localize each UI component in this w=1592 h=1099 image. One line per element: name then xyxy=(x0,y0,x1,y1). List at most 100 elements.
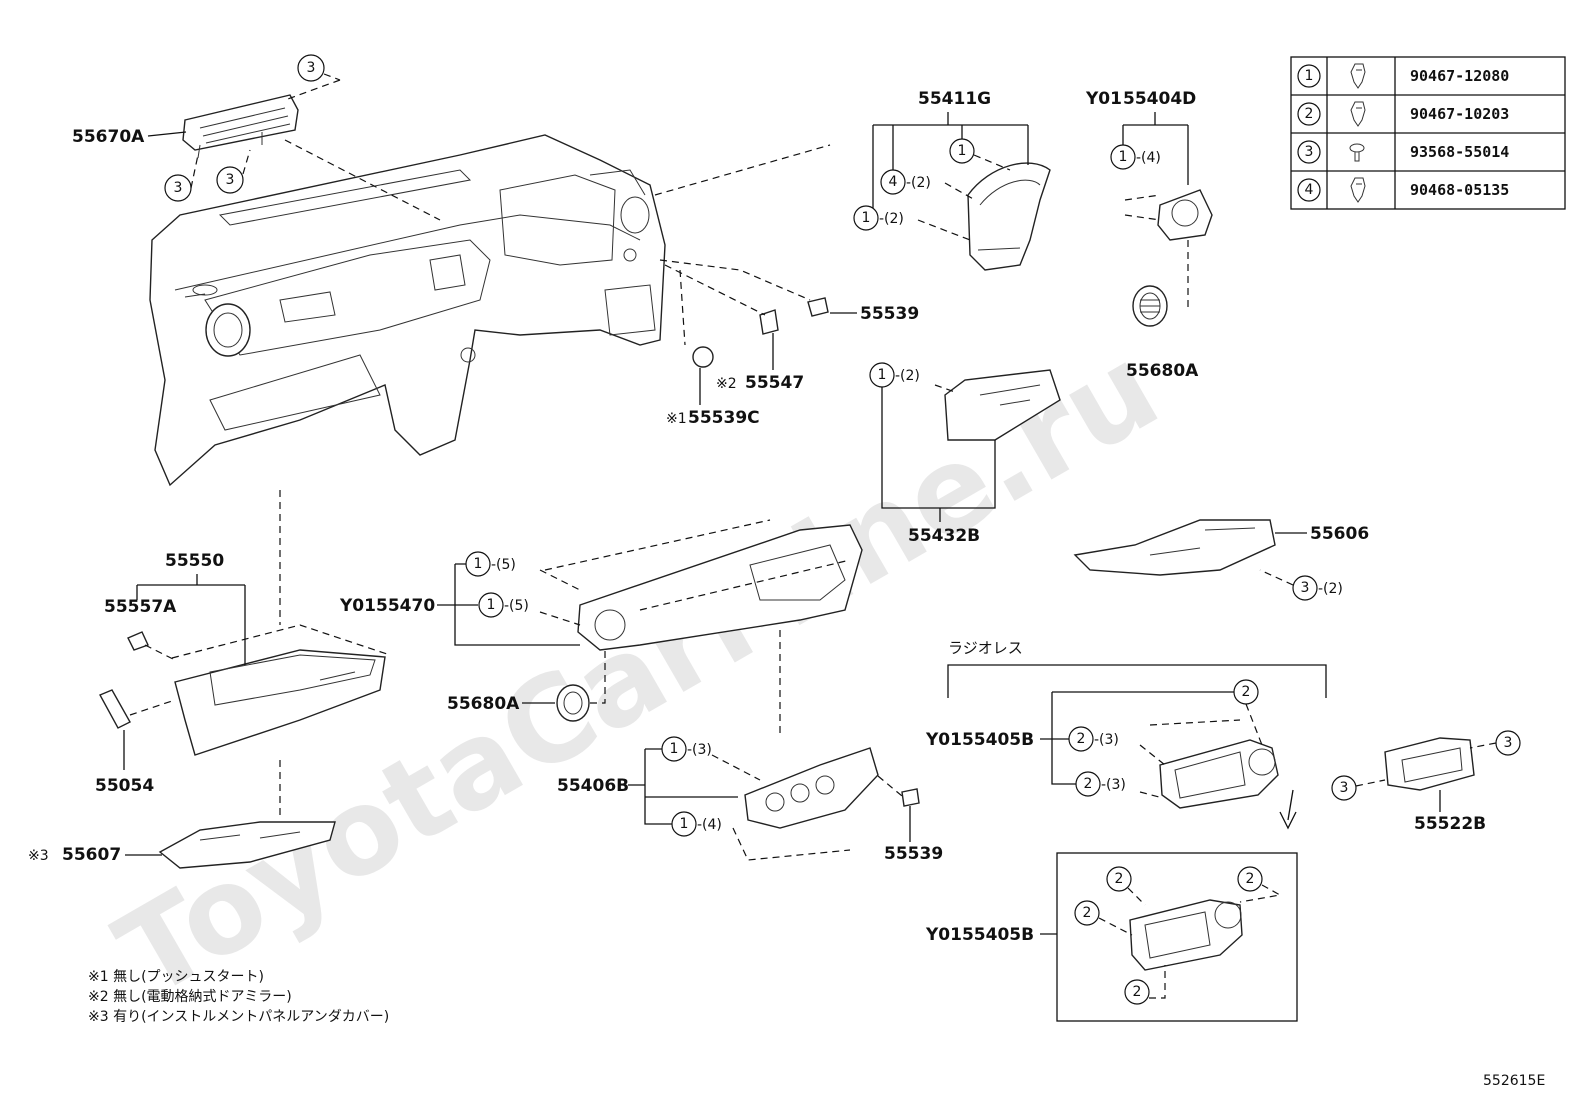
quantity-label: -(4) xyxy=(1136,150,1161,166)
round-vent-55680A xyxy=(1132,285,1168,327)
callout-number: 1 xyxy=(862,210,871,226)
clip-icon xyxy=(1350,63,1366,89)
callout-number: 3 xyxy=(174,180,183,196)
footnote-3: ※3 有り(インストルメントパネルアンダカバー) xyxy=(88,1009,389,1025)
note-marker: ※2 xyxy=(716,376,737,392)
part-number-55670A: 55670A xyxy=(72,127,145,147)
callout-number: 2 xyxy=(1246,871,1255,887)
callout-number: 1 xyxy=(487,597,496,613)
callout-number: 2 xyxy=(1083,905,1092,921)
callout-number: 2 xyxy=(1115,871,1124,887)
callout-3: 3 xyxy=(164,174,192,202)
legend-row: 2 90467-10203 xyxy=(1297,101,1509,127)
part-number-55557A: 55557A xyxy=(104,597,177,617)
callout-number: 1 xyxy=(474,556,483,572)
switch-plug-55539 xyxy=(901,788,920,807)
side-vent-55670A xyxy=(182,94,299,159)
callout-2: 2 xyxy=(1124,979,1150,1005)
quantity-label: -(2) xyxy=(879,211,904,227)
quantity-label: -(3) xyxy=(1094,732,1119,748)
under-cover-55607 xyxy=(158,821,336,869)
part-number-55522B: 55522B xyxy=(1414,814,1486,834)
part-number-55432B: 55432B xyxy=(908,526,980,546)
callout-1: 1 xyxy=(853,205,879,231)
clip-icon xyxy=(1350,101,1366,127)
center-panel-55470 xyxy=(577,524,863,651)
fastener-legend-table: 1 90467-12080 2 90467-10203 3 93568-5501… xyxy=(1290,56,1566,210)
callout-1: 1 xyxy=(661,736,687,762)
callout-number: 1 xyxy=(670,741,679,757)
callout-number: 3 xyxy=(1301,580,1310,596)
screw-icon xyxy=(1349,143,1365,162)
quantity-label: -(2) xyxy=(1318,581,1343,597)
quantity-label: -(5) xyxy=(504,598,529,614)
panel-55432B xyxy=(944,369,1061,441)
switch-plug-55539 xyxy=(807,297,829,317)
callout-number: 4 xyxy=(889,174,898,190)
legend-number: 4 xyxy=(1305,182,1314,198)
callout-number: 2 xyxy=(1242,684,1251,700)
callout-number: 3 xyxy=(1340,780,1349,796)
callout-number: 2 xyxy=(1077,731,1086,747)
footnote-1: ※1 無し(プッシュスタート) xyxy=(88,969,264,985)
diagram-reference-code: 552615E xyxy=(1483,1073,1545,1089)
legend-number: 1 xyxy=(1305,68,1314,84)
instrument-panel-drawing xyxy=(149,134,666,487)
radio-bezel-55405B xyxy=(1159,739,1279,809)
legend-part-code: 90467-12080 xyxy=(1410,67,1509,85)
part-number-55550: 55550 xyxy=(165,551,224,571)
part-number-55404D: 55404D xyxy=(1123,89,1196,109)
callout-1: 1 xyxy=(1110,144,1136,170)
callout-number: 3 xyxy=(226,172,235,188)
callout-1: 1 xyxy=(478,592,504,618)
callout-1: 1 xyxy=(869,362,895,388)
callout-3: 3 xyxy=(1331,775,1357,801)
legend-row: 3 93568-55014 xyxy=(1297,140,1509,164)
quantity-label: -(2) xyxy=(895,368,920,384)
part-number-55606: 55606 xyxy=(1310,524,1369,544)
switch-55539C xyxy=(692,346,714,368)
callout-3: 3 xyxy=(1495,730,1521,756)
part-number-55405B: Y0155405B xyxy=(925,730,1034,750)
note-marker: ※1 xyxy=(666,411,687,427)
callout-3: 3 xyxy=(297,54,325,82)
callout-number: 1 xyxy=(958,143,967,159)
part-number-55680A: 55680A xyxy=(1126,361,1199,381)
callout-number: 2 xyxy=(1133,984,1142,1000)
callout-1: 1 xyxy=(465,551,491,577)
part-number-55607: 55607 xyxy=(62,845,121,865)
part-number-55411G: 55411G xyxy=(918,89,991,109)
callout-1: 1 xyxy=(671,811,697,837)
switch-55547 xyxy=(759,309,779,335)
quantity-label: -(5) xyxy=(491,557,516,573)
detail-box xyxy=(1056,852,1298,1022)
quantity-label: -(3) xyxy=(687,742,712,758)
legend-row: 1 90467-12080 xyxy=(1297,63,1509,89)
callout-2: 2 xyxy=(1237,866,1263,892)
glove-box-55550 xyxy=(174,649,386,756)
part-prefix: Y01 xyxy=(1085,89,1122,109)
callout-number: 2 xyxy=(1084,776,1093,792)
part-number-55470: 55470 xyxy=(376,596,435,616)
callout-number: 1 xyxy=(1119,149,1128,165)
part-number-55406B: 55406B xyxy=(557,776,629,796)
legend-number: 3 xyxy=(1305,144,1314,160)
part-number-55547: 55547 xyxy=(745,373,804,393)
legend-part-code: 90467-10203 xyxy=(1410,105,1509,123)
callout-4: 4 xyxy=(880,169,906,195)
damper-55054 xyxy=(99,689,131,729)
legend-part-code: 93568-55014 xyxy=(1410,143,1509,161)
legend-number: 2 xyxy=(1305,106,1314,122)
part-number-55539: 55539 xyxy=(884,844,943,864)
callout-2: 2 xyxy=(1233,679,1259,705)
quantity-label: -(4) xyxy=(697,817,722,833)
meter-hood-55411G xyxy=(967,162,1051,271)
switch-panel-55406B xyxy=(744,747,879,829)
round-vent-55680A xyxy=(556,684,590,722)
callout-2: 2 xyxy=(1068,726,1094,752)
callout-number: 3 xyxy=(307,60,316,76)
callout-3: 3 xyxy=(1292,575,1318,601)
footnote-2: ※2 無し(電動格納式ドアミラー) xyxy=(88,989,292,1005)
callout-2: 2 xyxy=(1075,771,1101,797)
